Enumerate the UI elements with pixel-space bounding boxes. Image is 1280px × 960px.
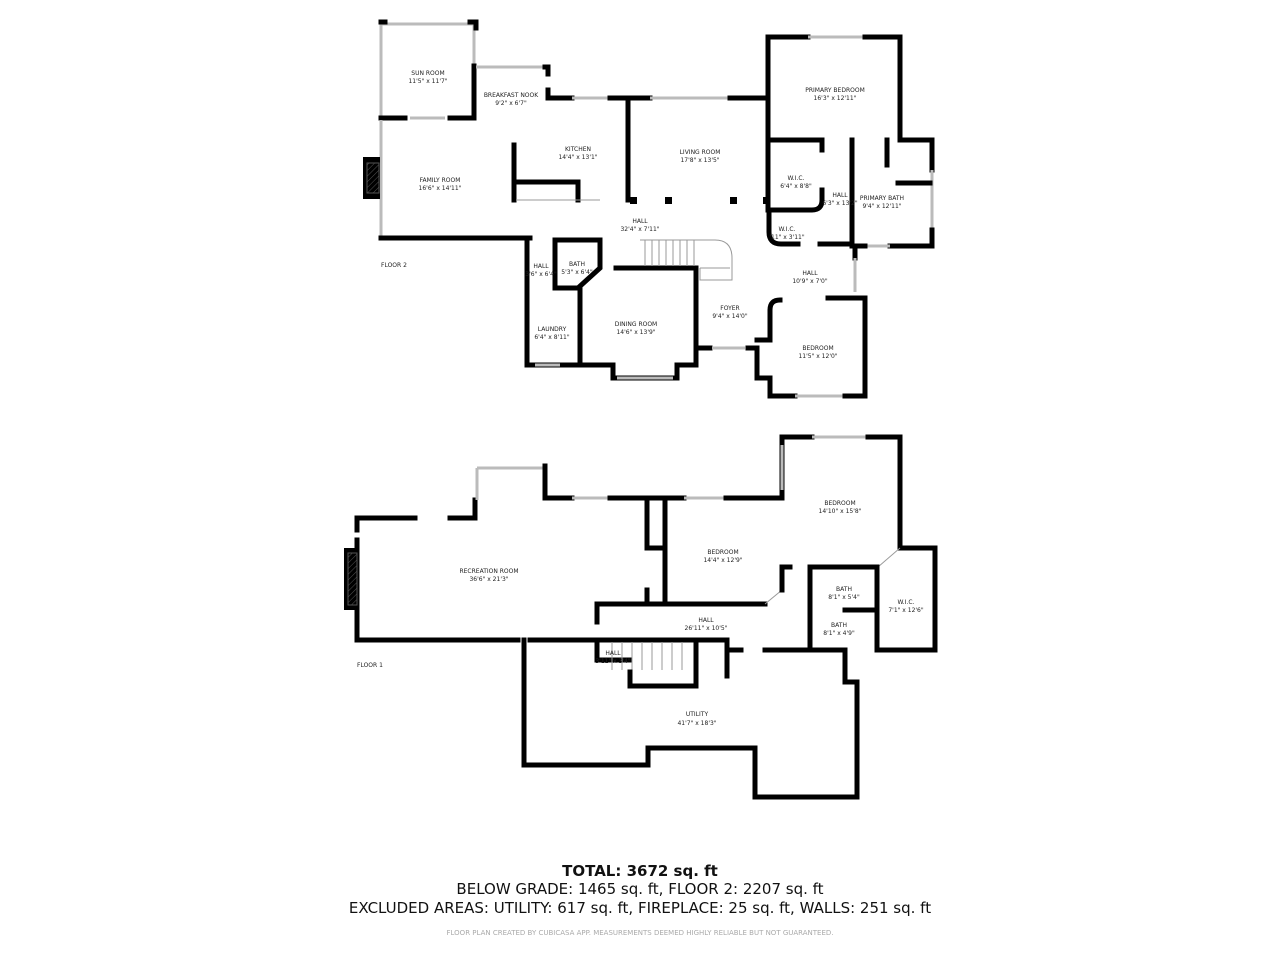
room-size: 16'6" x 14'11" [419, 185, 462, 192]
room-size: 17'8" x 13'5" [680, 157, 719, 164]
room-name: PRIMARY BEDROOM [805, 87, 865, 94]
room-name: HALL [698, 617, 714, 624]
room-name: FOYER [720, 305, 739, 312]
room-name: W.I.C. [788, 175, 805, 182]
area-breakdown: BELOW GRADE: 1465 sq. ft, FLOOR 2: 2207 … [456, 880, 824, 898]
room-name: HALL [605, 650, 621, 657]
room-size: 6'3" x 13'2" [822, 200, 858, 207]
room-name: HALL [533, 263, 549, 270]
room-name: DINING ROOM [615, 321, 657, 328]
room-name: BREAKFAST NOOK [484, 92, 539, 99]
room-size: 9'2" x 6'7" [495, 100, 527, 107]
room-name: BATH [569, 261, 585, 268]
room-name: W.I.C. [898, 599, 915, 606]
room-size: '11" x 3'11" [769, 234, 805, 241]
room-size: 14'10" x 15'8" [819, 508, 862, 515]
room-name: KITCHEN [565, 146, 591, 153]
room-size: 9'4" x 12'11" [862, 203, 901, 210]
room-name: LIVING ROOM [680, 149, 721, 156]
floor1-labels: FLOOR 1 BEDROOM 14'10" x 15'8" RECREATIO… [357, 500, 924, 727]
room-name: W.I.C. [779, 226, 796, 233]
room-name: RECREATION ROOM [459, 568, 518, 575]
room-name: BEDROOM [824, 500, 855, 507]
floor1-walls [344, 434, 938, 800]
room-size: 26'11" x 10'5" [685, 625, 728, 632]
room-size: 3'11" x 3'4" [595, 658, 631, 665]
room-size: 7'1" x 12'6" [888, 607, 924, 614]
room-name: FAMILY ROOM [420, 177, 461, 184]
room-size: 9'4" x 14'0" [712, 313, 748, 320]
room-name: HALL [832, 192, 848, 199]
room-name: LAUNDRY [538, 326, 567, 333]
room-size: 14'4" x 13'1" [558, 154, 597, 161]
room-size: 10'9" x 7'0" [792, 278, 828, 285]
room-size: 16'3" x 12'11" [814, 95, 857, 102]
room-name: BEDROOM [802, 345, 833, 352]
room-size: 3'6" x 6'4" [525, 271, 557, 278]
room-size: 5'3" x 6'4" [561, 269, 593, 276]
room-name: HALL [802, 270, 818, 277]
excluded-areas: EXCLUDED AREAS: UTILITY: 617 sq. ft, FIR… [348, 899, 932, 917]
room-size: 36'6" x 21'3" [469, 576, 508, 583]
floor-label: FLOOR 2 [381, 262, 407, 269]
room-size: 6'4" x 8'11" [534, 334, 570, 341]
room-name: PRIMARY BATH [860, 195, 904, 202]
disclaimer: FLOOR PLAN CREATED BY CUBICASA APP. MEAS… [446, 929, 834, 937]
room-name: SUN ROOM [411, 70, 444, 77]
room-size: 8'1" x 5'4" [828, 594, 860, 601]
floor2-labels: FLOOR 2 SUN ROOM 11'5" x 11'7" BREAKFAST… [381, 70, 904, 360]
room-size: 14'6" x 13'9" [616, 329, 655, 336]
room-size: 41'7" x 18'3" [677, 720, 716, 727]
room-name: BEDROOM [707, 549, 738, 556]
room-size: 11'5" x 11'7" [408, 78, 447, 85]
room-size: 14'4" x 12'9" [703, 557, 742, 564]
floor-label: FLOOR 1 [357, 662, 383, 669]
room-name: BATH [831, 622, 847, 629]
room-size: 11'5" x 12'0" [798, 353, 837, 360]
floor2-walls [363, 19, 935, 399]
room-name: BATH [836, 586, 852, 593]
room-size: 8'1" x 4'9" [823, 630, 855, 637]
total-area: TOTAL: 3672 sq. ft [562, 862, 718, 880]
room-size: 32'4" x 7'11" [620, 226, 659, 233]
room-size: 6'4" x 8'8" [780, 183, 812, 190]
room-name: HALL [632, 218, 648, 225]
room-name: UTILITY [686, 711, 709, 718]
